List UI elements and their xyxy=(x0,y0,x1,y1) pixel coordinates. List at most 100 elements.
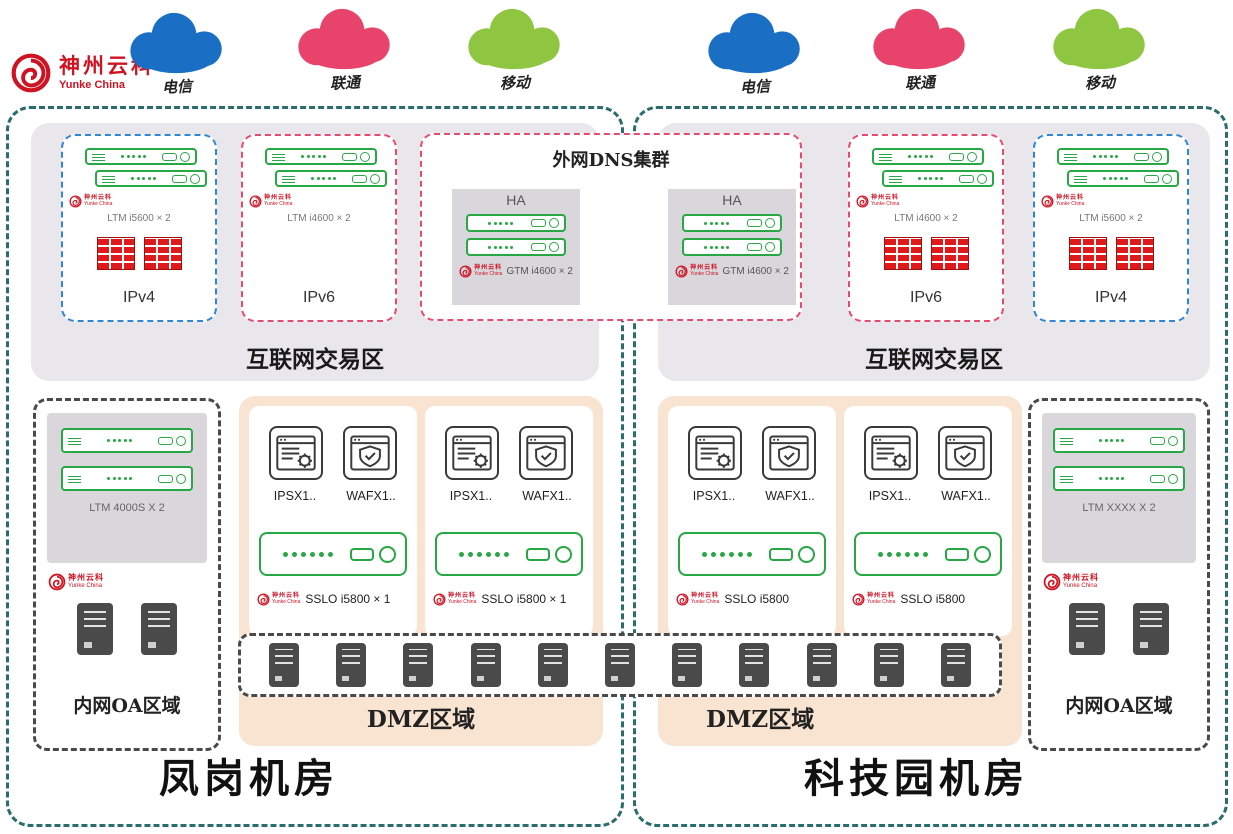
sslo-appliance xyxy=(435,532,583,576)
device-model-label: LTM i4600 × 2 xyxy=(894,213,958,224)
cloud-icon xyxy=(450,4,580,74)
waf-icon xyxy=(938,426,992,480)
cloud-telecom-right: 电信 xyxy=(690,8,820,97)
ips-label: IPSX1.. xyxy=(273,489,317,503)
waf-label: WAFX1.. xyxy=(346,489,396,503)
firewall-group xyxy=(1068,237,1154,270)
load-balancer-appliance xyxy=(1053,466,1185,491)
ips-label: IPSX1.. xyxy=(868,489,912,503)
load-balancer-appliance xyxy=(61,428,193,453)
server-icon xyxy=(672,643,703,687)
load-balancer-appliance xyxy=(61,466,193,491)
device-model-label: SSLO i5800 × 1 xyxy=(481,592,567,606)
waf-icon xyxy=(762,426,816,480)
server-icon xyxy=(141,603,177,655)
device-model-label: LTM 4000S X 2 xyxy=(89,502,165,514)
ltm-panel: LTM XXXX X 2 xyxy=(1042,413,1196,563)
server-icon xyxy=(806,643,837,687)
ip-version-label: IPv6 xyxy=(909,289,942,306)
load-balancer-appliance xyxy=(1067,170,1179,187)
cloud-icon xyxy=(855,4,985,74)
cloud-telecom-left: 电信 xyxy=(112,8,242,97)
brand-logo: 神州云科 Yunke China xyxy=(10,52,155,94)
gtm-appliance xyxy=(466,238,566,256)
load-balancer-appliance xyxy=(85,148,197,165)
yunke-logo-icon xyxy=(10,52,52,94)
device-model-label: LTM XXXX X 2 xyxy=(1082,502,1156,514)
ips-icon xyxy=(864,426,918,480)
server-icon xyxy=(269,643,299,687)
device-model-label: SSLO i5800 xyxy=(724,592,790,606)
load-balancer-appliance xyxy=(275,170,387,187)
device-model-label: SSLO i5800 xyxy=(900,592,966,606)
ha-label: HA xyxy=(506,192,526,208)
server-icon xyxy=(940,643,971,687)
waf-icon xyxy=(519,426,573,480)
internet-zone-title: 互联网交易区 xyxy=(246,346,384,373)
oa-zone-title: 内网OA区域 xyxy=(73,695,181,717)
device-model-label: LTM i5600 × 2 xyxy=(1079,213,1143,224)
cloud-unicom-right: 联通 xyxy=(855,4,985,93)
cloud-unicom-left: 联通 xyxy=(280,4,410,93)
datacenter-name: 凤岗机房 xyxy=(159,755,339,802)
brand-name: 神州云科 xyxy=(59,54,155,78)
sslo-appliance xyxy=(678,532,826,576)
firewall-icon xyxy=(930,237,969,270)
waf-label: WAFX1.. xyxy=(522,489,572,503)
datacenter-name: 科技园机房 xyxy=(804,755,1029,802)
device-model-label: SSLO i5800 × 1 xyxy=(305,592,391,606)
sslo-appliance xyxy=(259,532,407,576)
ip-version-label: IPv4 xyxy=(122,289,155,306)
dmz-server-row xyxy=(238,633,1002,697)
ips-icon xyxy=(269,426,323,480)
load-balancer-appliance xyxy=(1057,148,1169,165)
ip-version-label: IPv6 xyxy=(302,289,335,306)
cloud-icon xyxy=(280,4,410,74)
server-icon xyxy=(77,603,113,655)
gtm-appliance xyxy=(466,214,566,232)
server-icon xyxy=(873,643,904,687)
ips-label: IPSX1.. xyxy=(449,489,493,503)
firewall-group xyxy=(883,237,969,270)
load-balancer-appliance xyxy=(882,170,994,187)
load-balancer-appliance xyxy=(1053,428,1185,453)
device-model-label: GTM i4600 × 2 xyxy=(722,266,789,277)
firewall-icon xyxy=(143,237,182,270)
device-model-label: LTM i4600 × 2 xyxy=(287,213,351,224)
waf-icon xyxy=(343,426,397,480)
firewall-icon xyxy=(1068,237,1107,270)
brand-subtitle: Yunke China xyxy=(59,78,126,91)
dns-cluster-title: 外网DNS集群 xyxy=(552,150,670,171)
server-icon xyxy=(1069,603,1105,655)
cloud-icon xyxy=(1035,4,1165,74)
ip-version-label: IPv4 xyxy=(1094,289,1127,306)
server-group xyxy=(36,603,218,655)
firewall-icon xyxy=(1115,237,1154,270)
